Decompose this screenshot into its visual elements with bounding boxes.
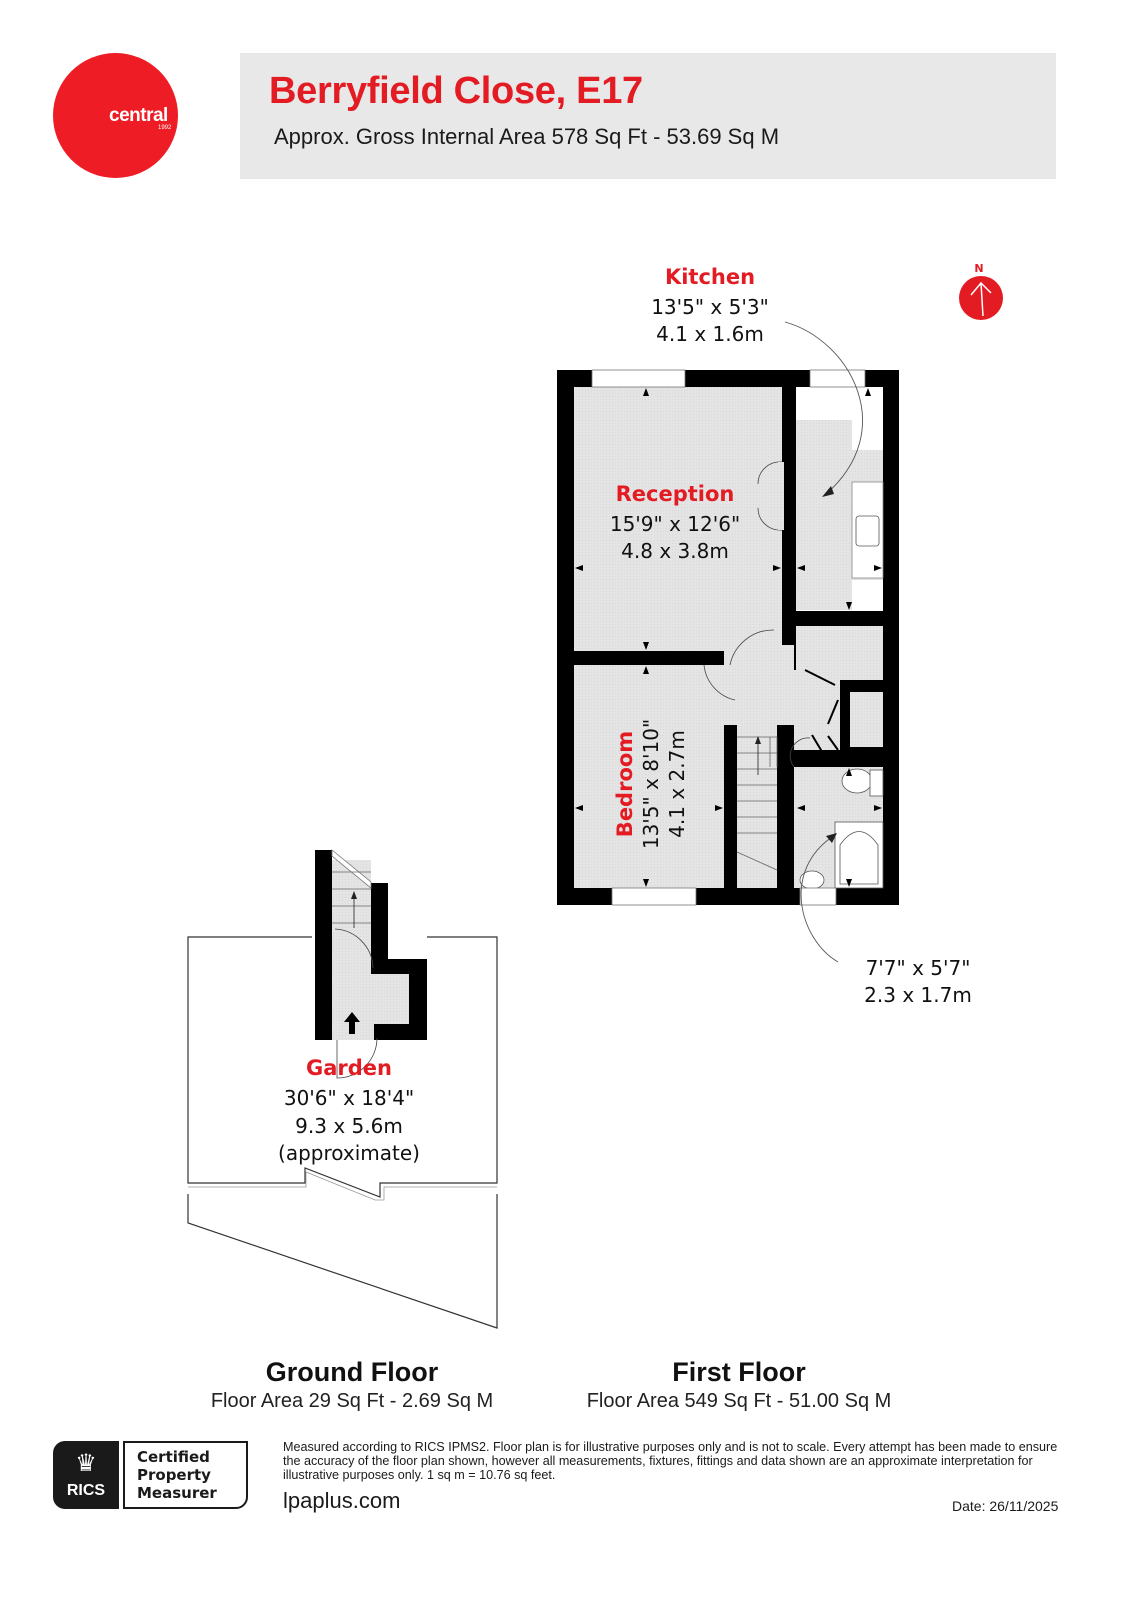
rics-lion-icon: ♛ bbox=[75, 1450, 97, 1477]
first-floor-label: First Floor Floor Area 549 Sq Ft - 51.00… bbox=[554, 1357, 924, 1413]
reception-label: Reception 15'9" x 12'6" 4.8 x 3.8m bbox=[610, 482, 740, 563]
toilet-icon bbox=[841, 768, 873, 794]
svg-text:Bedroom: Bedroom bbox=[613, 731, 637, 837]
svg-text:Garden: Garden bbox=[306, 1056, 392, 1080]
rics-word: RICS bbox=[66, 1482, 106, 1499]
gross-area: Approx. Gross Internal Area 578 Sq Ft - … bbox=[274, 124, 780, 149]
logo-year: 1992 bbox=[158, 125, 172, 131]
svg-text:2.3 x 1.7m: 2.3 x 1.7m bbox=[864, 983, 972, 1007]
svg-text:(approximate): (approximate) bbox=[278, 1141, 420, 1165]
kitchen-label: Kitchen 13'5" x 5'3" 4.1 x 1.6m bbox=[651, 265, 769, 346]
central-logo: central 1992 bbox=[53, 53, 178, 178]
first-floor-plan bbox=[557, 321, 899, 963]
staircase bbox=[737, 720, 777, 888]
ground-floor-title: Ground Floor bbox=[265, 1357, 439, 1387]
plan-date: Date: 26/11/2025 bbox=[952, 1498, 1059, 1514]
svg-text:9.3 x 5.6m: 9.3 x 5.6m bbox=[295, 1114, 403, 1138]
first-floor-area: Floor Area 549 Sq Ft - 51.00 Sq M bbox=[586, 1390, 892, 1412]
first-floor-title: First Floor bbox=[672, 1357, 806, 1387]
logo-word: central bbox=[109, 105, 168, 126]
rics-line-1: Certified bbox=[137, 1448, 210, 1466]
ground-floor-label: Ground Floor Floor Area 29 Sq Ft - 2.69 … bbox=[172, 1357, 532, 1413]
rics-line-2: Property bbox=[137, 1466, 211, 1484]
bedroom-label: Bedroom 13'5" x 8'10" 4.1 x 2.7m bbox=[613, 719, 689, 849]
bedroom-area bbox=[574, 665, 724, 888]
svg-text:Reception: Reception bbox=[616, 482, 735, 506]
entrance-arrow-icon bbox=[344, 1012, 360, 1034]
svg-text:7'7" x 5'7": 7'7" x 5'7" bbox=[866, 956, 971, 980]
svg-text:4.8 x 3.8m: 4.8 x 3.8m bbox=[621, 539, 729, 563]
svg-text:15'9" x 12'6": 15'9" x 12'6" bbox=[610, 512, 740, 536]
website-link[interactable]: lpaplus.com bbox=[283, 1488, 401, 1513]
property-title: Berryfield Close, E17 bbox=[269, 70, 643, 112]
header-banner: Berryfield Close, E17 Approx. Gross Inte… bbox=[240, 53, 1056, 179]
sink-icon bbox=[855, 515, 880, 547]
svg-text:4.1 x 2.7m: 4.1 x 2.7m bbox=[665, 730, 689, 838]
rics-badge: ♛ RICS Certified Property Measurer bbox=[53, 1441, 248, 1509]
reception-area bbox=[574, 387, 782, 651]
north-arrow-icon: N bbox=[959, 262, 1003, 320]
ground-floor-plan bbox=[187, 849, 498, 1329]
bathroom-label: 7'7" x 5'7" 2.3 x 1.7m bbox=[864, 956, 972, 1007]
rics-line-3: Measurer bbox=[137, 1484, 217, 1502]
ground-floor-area: Floor Area 29 Sq Ft - 2.69 Sq M bbox=[210, 1390, 494, 1412]
svg-text:N: N bbox=[974, 262, 983, 275]
basin-icon bbox=[799, 870, 825, 890]
svg-text:30'6" x 18'4": 30'6" x 18'4" bbox=[284, 1086, 414, 1110]
disclaimer-text: Measured according to RICS IPMS2. Floor … bbox=[283, 1440, 1058, 1482]
svg-text:13'5" x 8'10": 13'5" x 8'10" bbox=[639, 719, 663, 849]
svg-text:Kitchen: Kitchen bbox=[665, 265, 755, 289]
svg-text:13'5" x 5'3": 13'5" x 5'3" bbox=[651, 295, 769, 319]
svg-text:4.1 x 1.6m: 4.1 x 1.6m bbox=[656, 322, 764, 346]
garden-label: Garden 30'6" x 18'4" 9.3 x 5.6m (approxi… bbox=[278, 1056, 420, 1165]
